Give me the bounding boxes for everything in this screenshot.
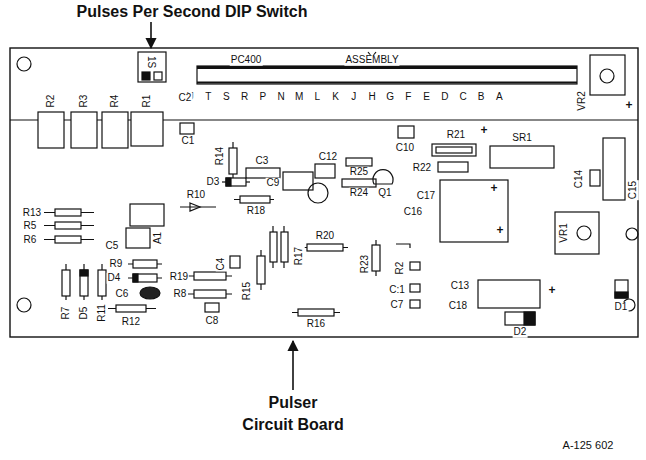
callout-text: Pulser Circuit Board bbox=[241, 392, 346, 435]
pin-letter: M bbox=[294, 92, 304, 103]
component-designator: A1 bbox=[153, 231, 164, 245]
polarity-mark: + bbox=[547, 284, 556, 297]
component-designator: R15 bbox=[242, 281, 253, 301]
component-designator: D3 bbox=[206, 177, 221, 188]
component-designator: R12 bbox=[121, 317, 141, 328]
pin-letter: P bbox=[258, 92, 267, 103]
component-designator: R2 bbox=[46, 94, 57, 109]
pin-letter: T bbox=[204, 92, 212, 103]
dip-switch bbox=[138, 52, 166, 82]
pin-letter: E bbox=[422, 92, 431, 103]
component-designator: C4 bbox=[216, 257, 227, 272]
pin-letter: F bbox=[404, 92, 412, 103]
pin-letter: K bbox=[331, 92, 340, 103]
component-designator: D5 bbox=[79, 306, 90, 321]
component-designator: R2 bbox=[395, 261, 406, 276]
figure-number: A-125 602 bbox=[562, 440, 615, 452]
component-designator: R8 bbox=[173, 289, 188, 300]
component-designator: R23 bbox=[360, 254, 371, 274]
component-designator: C13 bbox=[450, 281, 470, 292]
component-designator: R10 bbox=[186, 190, 206, 201]
component-designator: R16 bbox=[306, 319, 326, 330]
pin-letter: D bbox=[440, 92, 449, 103]
pin-letter: J bbox=[350, 92, 357, 103]
pin-letter: R bbox=[240, 92, 249, 103]
component-designator: R20 bbox=[315, 231, 335, 242]
component-designator: R18 bbox=[246, 206, 266, 217]
pin-letter: B bbox=[477, 92, 486, 103]
polarity-mark: + bbox=[479, 124, 488, 137]
component-designator: C9 bbox=[266, 178, 281, 189]
component-designator: R4 bbox=[110, 94, 121, 109]
component-designator: R22 bbox=[412, 163, 432, 174]
silkscreen-text: ASSEMBLY bbox=[344, 55, 399, 66]
component-designator: R5 bbox=[23, 221, 38, 232]
pin-letter: S bbox=[222, 92, 231, 103]
component-designator: C12 bbox=[318, 152, 338, 163]
component-designator: C:1 bbox=[388, 285, 406, 296]
component-designator: D4 bbox=[107, 273, 122, 284]
component-designator: C10 bbox=[395, 143, 415, 154]
silkscreen-text: PC400 bbox=[230, 55, 263, 66]
component-designator: R6 bbox=[23, 235, 38, 246]
component-designator: C1 bbox=[181, 136, 196, 147]
component-designator: R7 bbox=[61, 306, 72, 321]
component-designator: C17 bbox=[416, 191, 436, 202]
component-designator: VR1 bbox=[559, 222, 570, 243]
component-designator: SR1 bbox=[511, 133, 532, 144]
component-designator: D1 bbox=[614, 302, 629, 313]
pin-letter: A bbox=[495, 92, 504, 103]
component-designator: R19 bbox=[169, 272, 189, 283]
component-designator: C8 bbox=[205, 316, 220, 327]
component-designator: C14 bbox=[574, 169, 585, 189]
pin-letter: L bbox=[314, 92, 322, 103]
component-designator: R21 bbox=[446, 130, 466, 141]
switch-designator: 1S bbox=[146, 55, 157, 69]
component-designator: R11 bbox=[97, 303, 108, 323]
component-designator: R9 bbox=[109, 259, 124, 270]
component-designator: C15 bbox=[628, 180, 639, 200]
component-designator: C18 bbox=[448, 301, 468, 312]
component-designator: C16 bbox=[403, 207, 423, 218]
callout-text: Pulses Per Second DIP Switch bbox=[76, 4, 309, 21]
pin-letter: G bbox=[385, 92, 395, 103]
component-designator: R17 bbox=[294, 246, 305, 266]
component-designator: R14 bbox=[215, 146, 226, 166]
component-designator: R1 bbox=[142, 94, 153, 109]
board-outline bbox=[10, 48, 638, 337]
pin-letter: C bbox=[458, 92, 467, 103]
polarity-mark: + bbox=[624, 99, 633, 112]
pin-letter: H bbox=[367, 92, 376, 103]
component-designator: C6 bbox=[115, 289, 130, 300]
pin-letter: N bbox=[276, 92, 285, 103]
polarity-mark: + bbox=[489, 182, 498, 195]
component-designator: C2 bbox=[178, 93, 193, 104]
component-designator: R24 bbox=[349, 188, 369, 199]
component-designator: R3 bbox=[79, 94, 90, 109]
leader-arrow bbox=[292, 341, 294, 390]
component-designator: R25 bbox=[349, 167, 369, 178]
component-designator: VR2 bbox=[577, 90, 588, 111]
component-designator: Q1 bbox=[377, 188, 392, 199]
component-designator: R13 bbox=[22, 208, 42, 219]
leader-arrow bbox=[150, 22, 152, 48]
polarity-mark: + bbox=[495, 224, 504, 237]
component-designator: C7 bbox=[390, 300, 405, 311]
component-designator: D2 bbox=[513, 327, 528, 338]
component-designator: C5 bbox=[105, 241, 120, 252]
component-designator: C3 bbox=[255, 156, 270, 167]
